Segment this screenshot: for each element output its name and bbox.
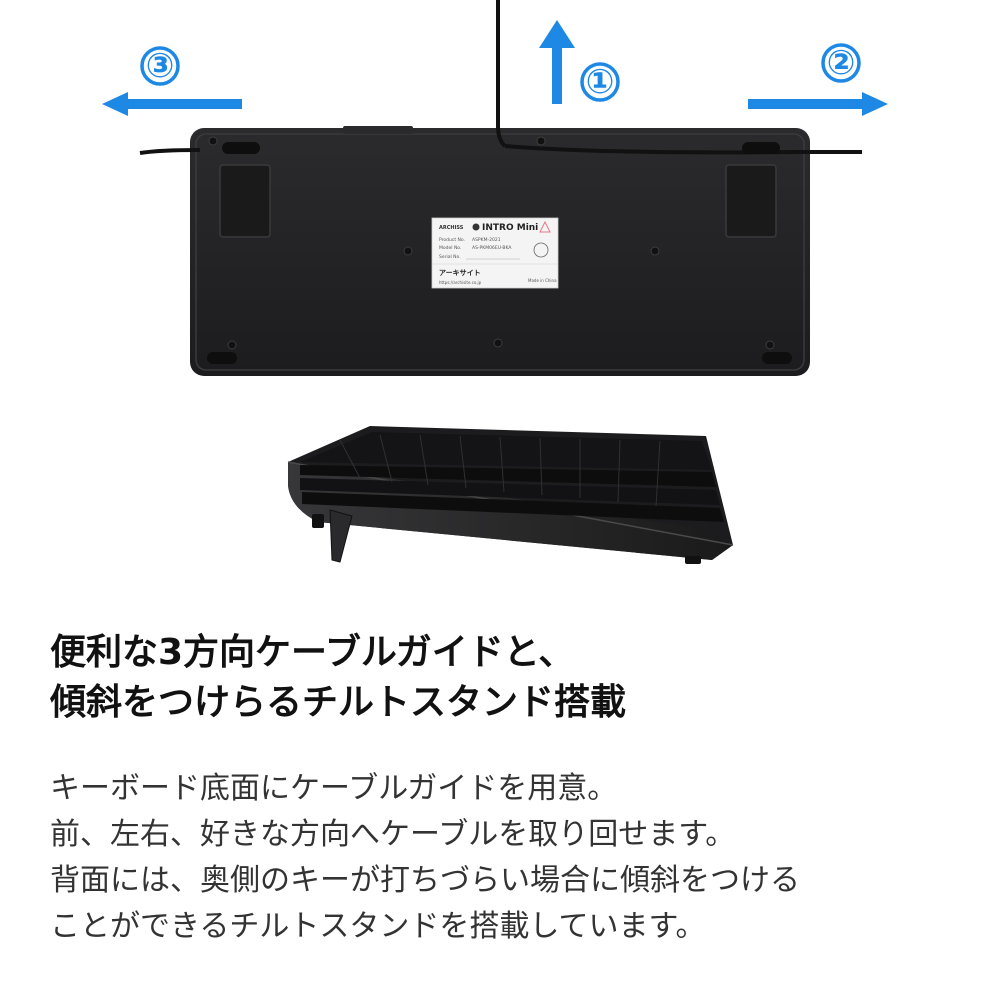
screw xyxy=(493,338,503,348)
label-product-no-label: Product No. xyxy=(439,237,465,243)
tilt-stand-right xyxy=(725,164,777,238)
cable-arrow-left: ③ xyxy=(102,46,242,116)
cable-left xyxy=(139,148,201,155)
cable-center xyxy=(496,0,507,148)
key-rows xyxy=(300,432,724,522)
arrow-number-2: ② xyxy=(827,43,856,83)
screw xyxy=(650,246,660,256)
label-brand: ARCHISS xyxy=(439,225,464,231)
leaf-mark-icon xyxy=(533,242,549,258)
label-serial-no-label: Serial No. xyxy=(439,254,461,260)
brand-logo-icon xyxy=(472,223,480,231)
label-url: https://archisite.co.jp xyxy=(439,280,482,285)
keyboard-underside xyxy=(139,0,862,376)
label-product: INTRO Mini xyxy=(482,223,538,233)
keyboard-illustration: ① ② ③ xyxy=(102,0,888,564)
rubber-foot xyxy=(742,142,780,154)
triangle-mark-icon xyxy=(539,220,551,233)
arrow-number-3: ③ xyxy=(146,46,175,86)
keyboard-side-view xyxy=(287,426,734,564)
arrow-number-1: ① xyxy=(586,62,615,102)
label-model-no: AS-PKM06EU-BKA xyxy=(472,245,512,251)
product-label: ARCHISS INTRO Mini Product No. ASPKM-202… xyxy=(431,217,559,289)
cable-arrow-right: ② xyxy=(748,43,888,116)
screw xyxy=(403,246,413,256)
description-line-3: 背面には、奥側のキーが打ちづらい場合に傾斜をつける xyxy=(50,863,800,898)
screw xyxy=(227,340,237,350)
rubber-foot xyxy=(222,142,260,154)
description-line-1: キーボード底面にケーブルガイドを用意。 xyxy=(50,771,618,806)
feature-headline: 便利な3方向ケーブルガイドと、 傾斜をつけらるチルトスタンド搭載 xyxy=(50,628,970,728)
label-model-no-label: Model No. xyxy=(439,245,461,251)
headline-line-1: 便利な3方向ケーブルガイドと、 xyxy=(50,632,575,673)
tilt-stand-left xyxy=(219,164,271,238)
screw xyxy=(536,136,546,146)
screw xyxy=(765,340,775,350)
cable-arrow-up: ① xyxy=(539,20,620,104)
left-arrow-icon xyxy=(102,92,242,116)
tilt-stand-extended xyxy=(329,509,353,563)
label-maker: アーキサイト xyxy=(439,269,481,277)
rubber-foot xyxy=(762,352,792,364)
rubber-foot xyxy=(207,352,237,364)
right-arrow-icon xyxy=(748,92,888,116)
label-product-no: ASPKM-2021 xyxy=(472,237,501,243)
headline-line-2: 傾斜をつけらるチルトスタンド搭載 xyxy=(50,682,627,723)
feature-description: キーボード底面にケーブルガイドを用意。 前、左右、好きな方向へケーブルを取り回せ… xyxy=(50,766,970,950)
up-arrow-icon xyxy=(539,20,575,104)
screw xyxy=(208,136,218,146)
description-line-4: ことができるチルトスタンドを搭載しています。 xyxy=(50,909,706,944)
description-line-2: 前、左右、好きな方向へケーブルを取り回せます。 xyxy=(50,817,736,852)
label-origin: Made in China xyxy=(528,278,557,283)
